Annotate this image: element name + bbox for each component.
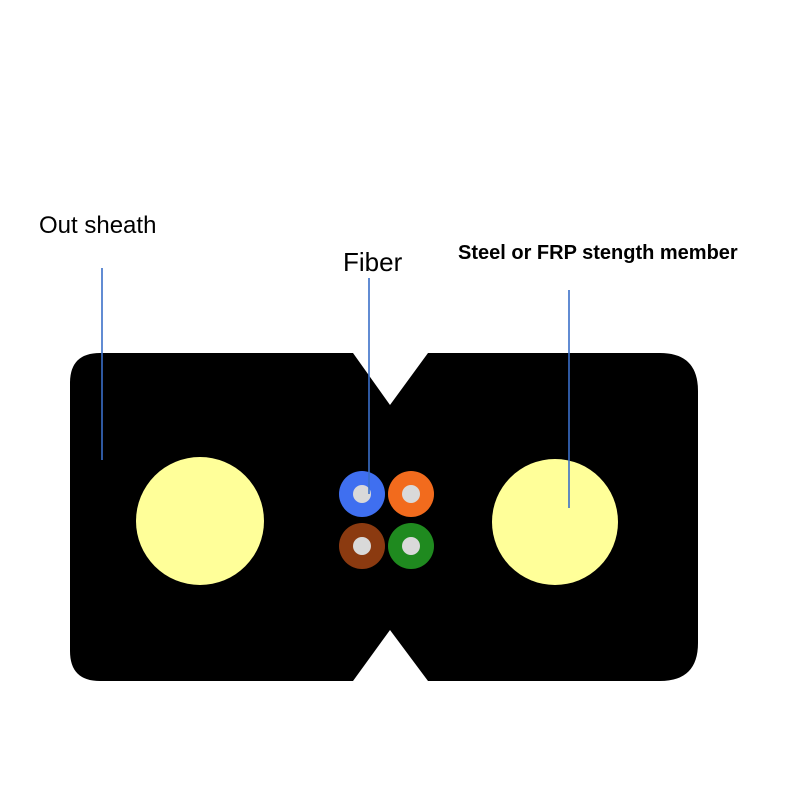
strength-member-left xyxy=(136,457,264,585)
out-sheath-shape xyxy=(70,353,698,681)
fiber-label: Fiber xyxy=(343,247,403,277)
fiber-brown-core xyxy=(353,537,371,555)
out-sheath-label: Out sheath xyxy=(39,212,157,239)
fiber-green-core xyxy=(402,537,420,555)
fiber-orange-core xyxy=(402,485,420,503)
fiber-bundle xyxy=(339,471,434,569)
strength-member-label: Steel or FRP stength member xyxy=(458,242,738,264)
fiber-blue-core xyxy=(353,485,371,503)
strength-member-right xyxy=(492,459,618,585)
